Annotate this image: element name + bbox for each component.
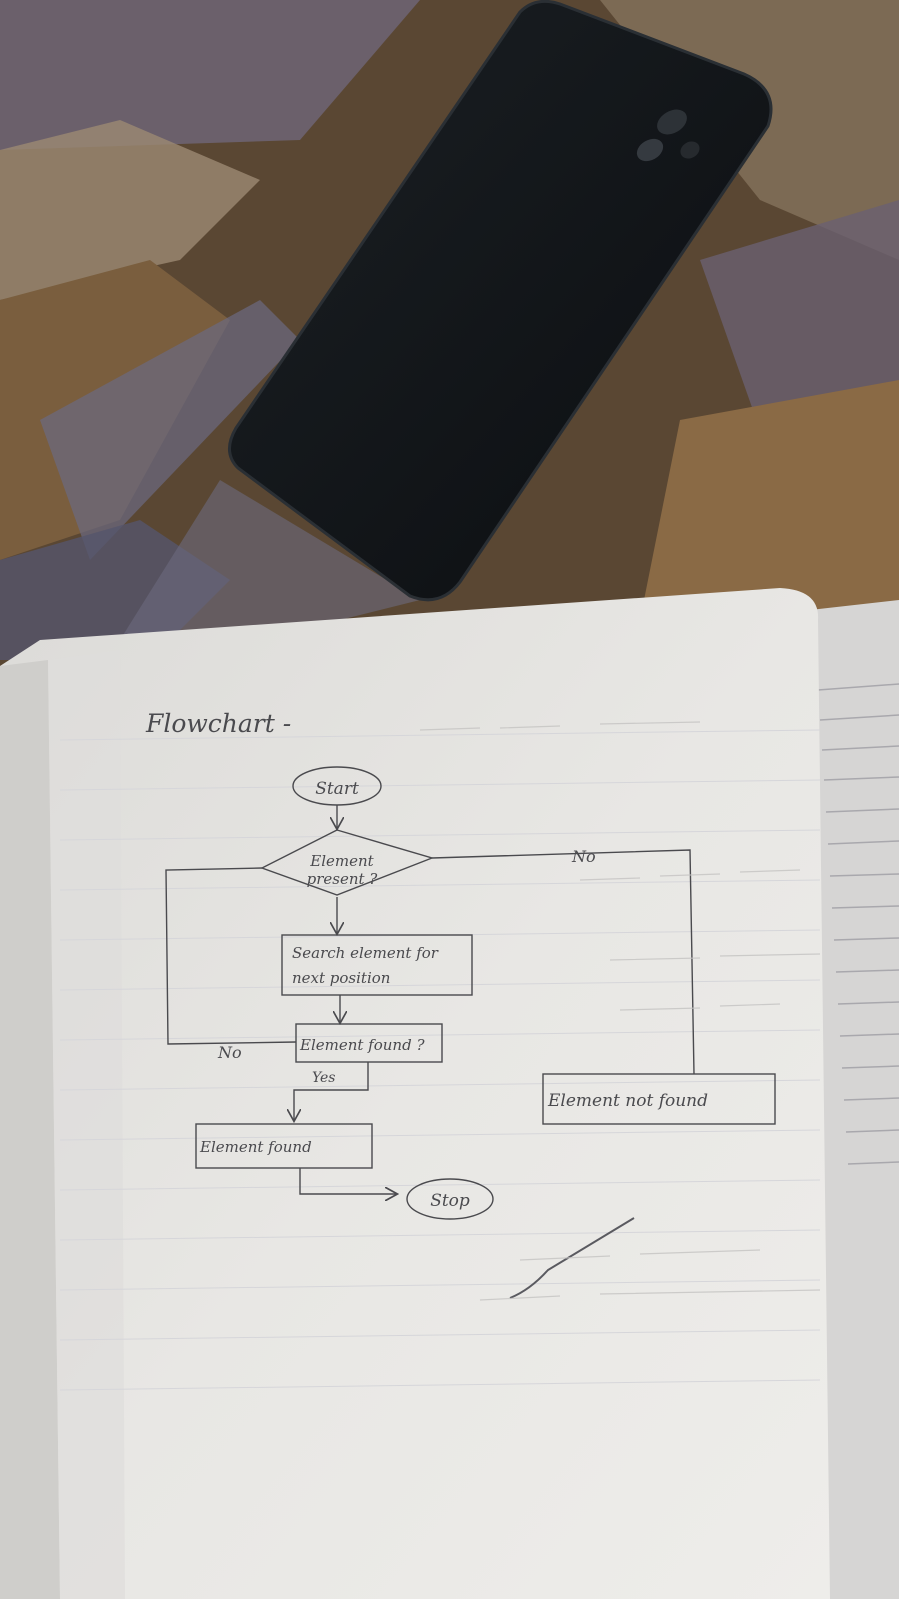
search-label-line2: next position <box>292 969 390 987</box>
no-label-right: No <box>571 847 596 866</box>
output-element-found <box>195 1123 373 1169</box>
yes-label: Yes <box>312 1070 336 1086</box>
start-label: Start <box>315 779 359 799</box>
camera-icon <box>636 109 700 162</box>
decision-element-present <box>260 829 435 896</box>
bleed-through-marks <box>419 721 821 1301</box>
check-mark-icon <box>509 1217 635 1299</box>
found-question-label: Element found ? <box>299 1036 425 1054</box>
flowchart <box>165 766 776 1299</box>
notebook <box>0 588 899 1599</box>
decision-label-line1: Element <box>309 852 374 870</box>
stop-label: Stop <box>430 1191 470 1211</box>
process-search-next <box>281 934 473 996</box>
decision-element-found <box>295 1023 443 1063</box>
found-result-label: Element found <box>199 1138 312 1156</box>
stop-terminal <box>406 1178 494 1220</box>
flowchart-labels: Start Element present ? No Search elemen… <box>199 779 708 1211</box>
search-label-line1: Search element for <box>292 944 439 962</box>
decision-label-line2: present ? <box>307 870 379 888</box>
not-found-result-label: Element not found <box>547 1091 708 1111</box>
no-label-left: No <box>217 1043 242 1062</box>
output-element-not-found <box>542 1073 776 1125</box>
page-heading: Flowchart - <box>145 709 291 738</box>
smartphone <box>228 0 773 602</box>
